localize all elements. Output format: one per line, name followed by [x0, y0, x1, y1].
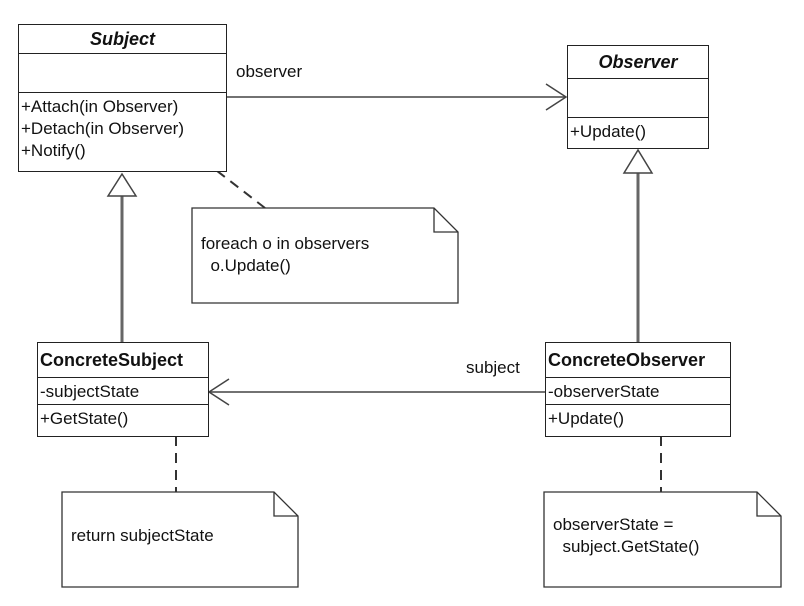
concrete-subject-attributes-section: -subjectState: [38, 378, 208, 405]
update-note-line-2: subject.GetState(): [553, 537, 700, 556]
concrete-observer-attribute-state: -observerState: [548, 382, 660, 401]
subject-generalization-triangle: [106, 172, 138, 197]
observer-methods-section: +Update(): [568, 118, 708, 143]
notify-note-line-2: o.Update(): [201, 256, 291, 275]
concrete-observer-methods-section: +Update(): [546, 405, 730, 430]
subject-class-name: Subject: [19, 25, 226, 54]
subject-method-detach: +Detach(in Observer): [21, 119, 184, 138]
subject-association-label: subject: [466, 358, 520, 377]
concrete-observer-method-update: +Update(): [548, 409, 625, 428]
concrete-subject-class-name: ConcreteSubject: [38, 343, 208, 378]
subject-methods-section: +Attach(in Observer) +Detach(in Observer…: [19, 93, 226, 162]
subject-attributes-section: [19, 54, 226, 93]
observer-association-label: observer: [236, 62, 303, 81]
update-note-shape: [543, 491, 782, 588]
subject-method-attach: +Attach(in Observer): [21, 97, 179, 116]
update-note: observerState = subject.GetState(): [544, 492, 781, 587]
concrete-subject-methods-section: +GetState(): [38, 405, 208, 430]
concrete-observer-attributes-section: -observerState: [546, 378, 730, 405]
observer-class-name: Observer: [568, 46, 708, 79]
concrete-observer-class[interactable]: ConcreteObserver -observerState +Update(…: [545, 342, 731, 437]
getstate-note-shape: [61, 491, 299, 588]
observer-class[interactable]: Observer +Update(): [567, 45, 709, 149]
observer-attributes-section: [568, 79, 708, 118]
observer-generalization-triangle: [622, 148, 654, 174]
notify-note: foreach o in observers o.Update(): [192, 208, 458, 303]
getstate-note: return subjectState: [62, 492, 298, 587]
concrete-observer-class-name: ConcreteObserver: [546, 343, 730, 378]
subject-method-notify: +Notify(): [21, 141, 86, 160]
observer-association-arrowhead: [545, 83, 568, 111]
update-note-line-1: observerState =: [553, 515, 674, 534]
subject-association-arrowhead: [207, 378, 230, 406]
concrete-subject-class[interactable]: ConcreteSubject -subjectState +GetState(…: [37, 342, 209, 437]
getstate-note-line-1: return subjectState: [71, 526, 214, 545]
observer-method-update: +Update(): [570, 122, 647, 141]
notify-note-shape: [191, 207, 459, 304]
notify-note-line-1: foreach o in observers: [201, 234, 370, 253]
concrete-subject-attribute-state: -subjectState: [40, 382, 140, 401]
concrete-subject-method-getstate: +GetState(): [40, 409, 129, 428]
subject-class[interactable]: Subject +Attach(in Observer) +Detach(in …: [18, 24, 227, 172]
